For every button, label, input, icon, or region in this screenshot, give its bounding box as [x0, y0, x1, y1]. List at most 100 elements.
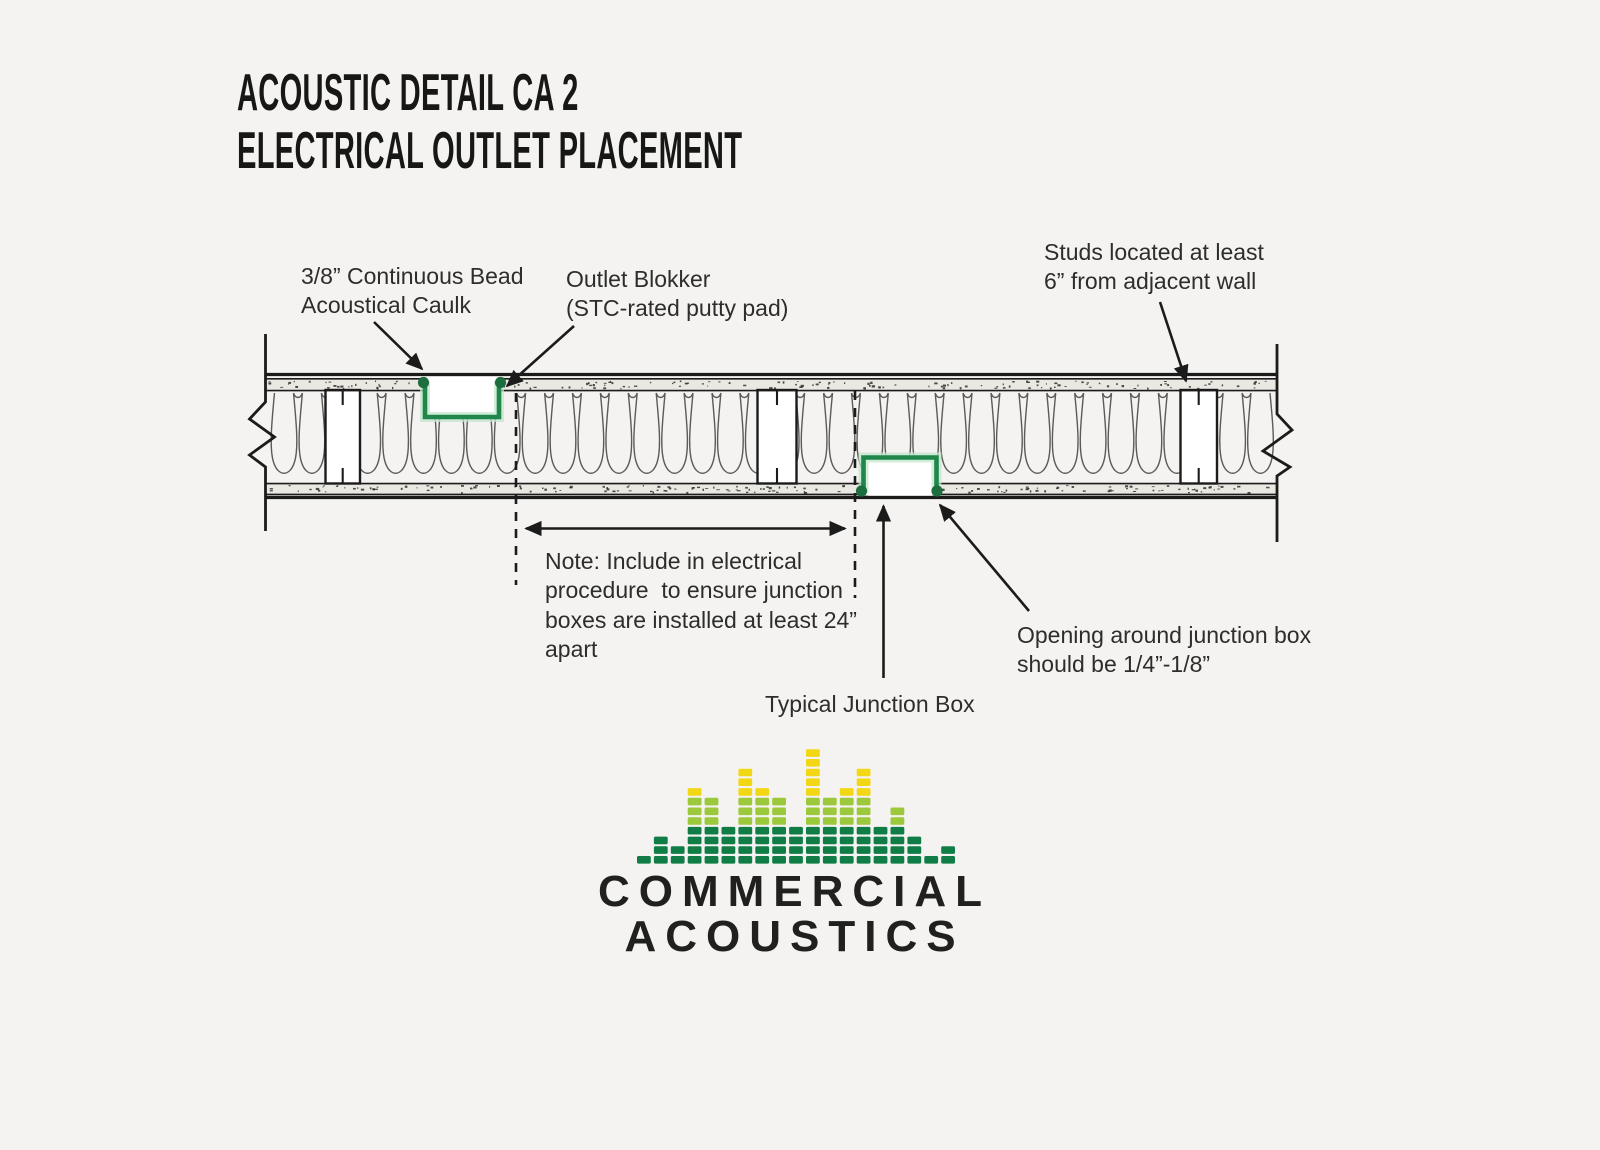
equalizer-bar-block — [941, 856, 955, 864]
equalizer-bar-block — [721, 856, 736, 864]
equalizer-bar-block — [755, 836, 770, 845]
equalizer-bar-block — [687, 846, 702, 854]
equalizer-bar-block — [772, 807, 786, 816]
equalizer-bar-block — [670, 856, 685, 864]
equalizer-bar-block — [738, 856, 753, 864]
equalizer-bar-block — [755, 807, 770, 816]
equalizer-bar-block — [772, 826, 786, 835]
equalizer-bar-block — [806, 826, 820, 835]
equalizer-bar-block — [873, 836, 888, 845]
equalizer-bar-block — [687, 856, 702, 864]
equalizer-bar-block — [687, 788, 702, 796]
equalizer-bar-block — [738, 846, 753, 854]
equalizer-bar-block — [907, 836, 922, 845]
equalizer-bar-block — [822, 807, 837, 816]
equalizer-bar-block — [738, 826, 753, 835]
outlet-boxes — [417, 376, 943, 497]
equalizer-bar-block — [704, 807, 719, 816]
equalizer-bar-block — [755, 788, 770, 796]
equalizer-bar-block — [721, 846, 736, 854]
junction-box — [861, 455, 939, 493]
outlet-blokker-box — [422, 381, 502, 420]
drywall-speckle-texture — [268, 380, 1270, 495]
acoustical-caulk-beads — [417, 376, 943, 497]
equalizer-bar-block — [890, 817, 905, 825]
caulk-leader-arrow — [373, 321, 424, 371]
dimension-extension-lines — [514, 391, 857, 598]
equalizer-bar-block — [822, 826, 837, 835]
equalizer-bar-block — [890, 836, 905, 845]
equalizer-bar-block — [738, 817, 753, 825]
equalizer-bar-block — [873, 826, 888, 835]
equalizer-bar-block — [890, 826, 905, 835]
equalizer-bar-block — [806, 856, 820, 864]
equalizer-bar-block — [704, 826, 719, 835]
equalizer-bar-block — [789, 826, 803, 835]
equalizer-bar-block — [822, 856, 837, 864]
equalizer-bar-block — [755, 856, 770, 864]
equalizer-bar-block — [806, 788, 820, 796]
equalizer-bar-block — [755, 797, 770, 806]
equalizer-bar-block — [873, 856, 888, 864]
equalizer-bar-block — [907, 846, 922, 854]
equalizer-bar-block — [755, 846, 770, 854]
equalizer-bar-block — [772, 817, 786, 825]
equalizer-bar-block — [687, 836, 702, 845]
equalizer-bar-block — [670, 846, 685, 854]
leader-arrows — [373, 301, 1189, 678]
equalizer-bar-block — [856, 768, 871, 777]
equalizer-bar-block — [806, 807, 820, 816]
studs-leader-arrow — [1158, 301, 1189, 383]
caulk-bead-top-left — [417, 376, 430, 389]
title-line-1: ACOUSTIC DETAIL CA 2 — [237, 64, 579, 122]
wordmark-line-1: COMMERCIAL — [597, 867, 992, 916]
equalizer-bar-block — [738, 768, 753, 777]
equalizer-bar-block — [653, 836, 668, 845]
equalizer-bar-block — [738, 778, 753, 786]
equalizer-bar-block — [721, 836, 736, 845]
equalizer-bar-block — [856, 807, 871, 816]
equalizer-bar-block — [653, 846, 668, 854]
equalizer-bar-block — [873, 846, 888, 854]
equalizer-bar-block — [755, 826, 770, 835]
opening-leader-arrow — [938, 503, 1030, 612]
equalizer-bar-block — [839, 856, 854, 864]
equalizer-bar-block — [907, 856, 922, 864]
equalizer-bar-block — [789, 856, 803, 864]
equalizer-bar-block — [738, 836, 753, 845]
equalizer-bar-block — [772, 836, 786, 845]
left-break-line — [247, 334, 277, 531]
equalizer-bar-block — [856, 817, 871, 825]
equalizer-bar-block — [789, 836, 803, 845]
caulk-bead-bottom-left — [855, 485, 868, 497]
equalizer-bar-block — [839, 807, 854, 816]
equalizer-bar-block — [789, 846, 803, 854]
equalizer-bar-block — [806, 749, 820, 757]
equalizer-bar-block — [806, 778, 820, 786]
equalizer-bar-block — [856, 846, 871, 854]
equalizer-bar-block — [687, 826, 702, 835]
equalizer-bar-block — [755, 817, 770, 825]
equalizer-bar-block — [806, 759, 820, 767]
typical-junction-box-label: Typical Junction Box — [765, 691, 975, 717]
equalizer-bar-block — [806, 768, 820, 777]
equalizer-bar-block — [687, 797, 702, 806]
equalizer-bar-block — [822, 797, 837, 806]
blokker-leader-arrow — [505, 325, 575, 388]
equalizer-bar-block — [856, 797, 871, 806]
equalizer-bar-block — [839, 797, 854, 806]
equalizer-bar-block — [704, 836, 719, 845]
equalizer-bar-block — [924, 856, 939, 864]
equalizer-bar-block — [856, 826, 871, 835]
equalizer-bar-block — [721, 826, 736, 835]
equalizer-bar-block — [890, 856, 905, 864]
equalizer-bar-block — [738, 807, 753, 816]
equalizer-bar-block — [806, 846, 820, 854]
outlet-blokker-label: Outlet Blokker(STC-rated putty pad) — [566, 266, 789, 322]
